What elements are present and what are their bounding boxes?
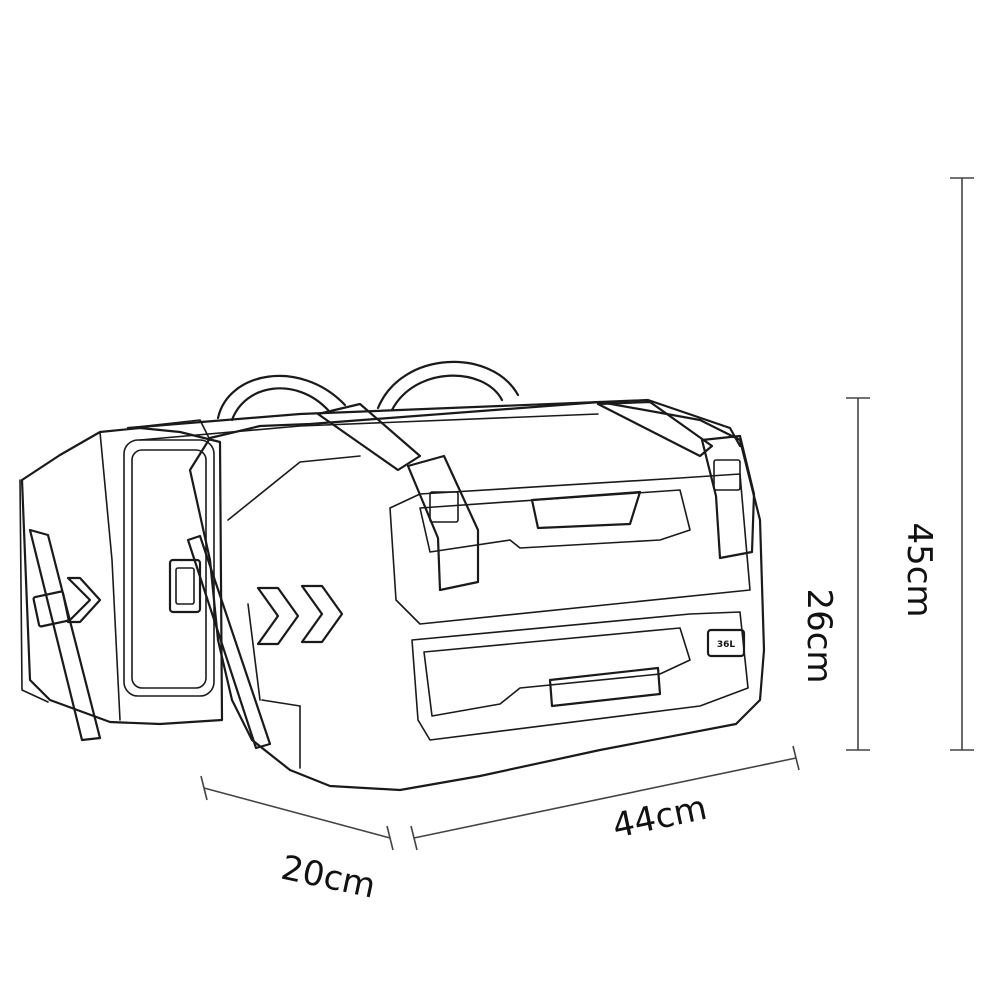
chevron-reflectors bbox=[256, 584, 344, 646]
upper-slot bbox=[530, 490, 642, 530]
total-height-label: 45cm bbox=[899, 522, 939, 617]
side-buckle bbox=[168, 558, 202, 614]
depth-label: 20cm bbox=[278, 848, 379, 907]
rear-chevron-icon bbox=[66, 576, 102, 624]
width-label: 44cm bbox=[609, 788, 710, 847]
straps bbox=[168, 400, 756, 750]
rear-strap bbox=[28, 528, 102, 742]
bag-height-label: 26cm bbox=[799, 588, 839, 683]
chevron-icon bbox=[300, 584, 344, 644]
front-pannier bbox=[188, 400, 766, 792]
depth-line bbox=[203, 787, 391, 839]
lid-strap bbox=[316, 402, 422, 472]
rear-buckle bbox=[32, 590, 70, 628]
top-lid bbox=[126, 398, 742, 448]
lid-buckle-right bbox=[700, 434, 756, 560]
dimension-lines bbox=[200, 177, 974, 851]
front-upper-panel bbox=[389, 473, 751, 625]
chevron-icon bbox=[256, 586, 300, 646]
carry-handles bbox=[216, 360, 520, 422]
capacity-badge: 36L bbox=[706, 628, 746, 658]
lid-strap bbox=[596, 400, 714, 458]
width-line bbox=[413, 757, 797, 839]
rear-pannier bbox=[19, 419, 224, 742]
side-strap bbox=[186, 534, 272, 750]
lower-slot bbox=[548, 666, 662, 708]
rear-pannier-side-panel bbox=[123, 439, 215, 697]
front-lower-panel bbox=[411, 611, 749, 741]
lid-buckle-left bbox=[406, 454, 480, 592]
capacity-badge-label: 36L bbox=[717, 640, 736, 650]
